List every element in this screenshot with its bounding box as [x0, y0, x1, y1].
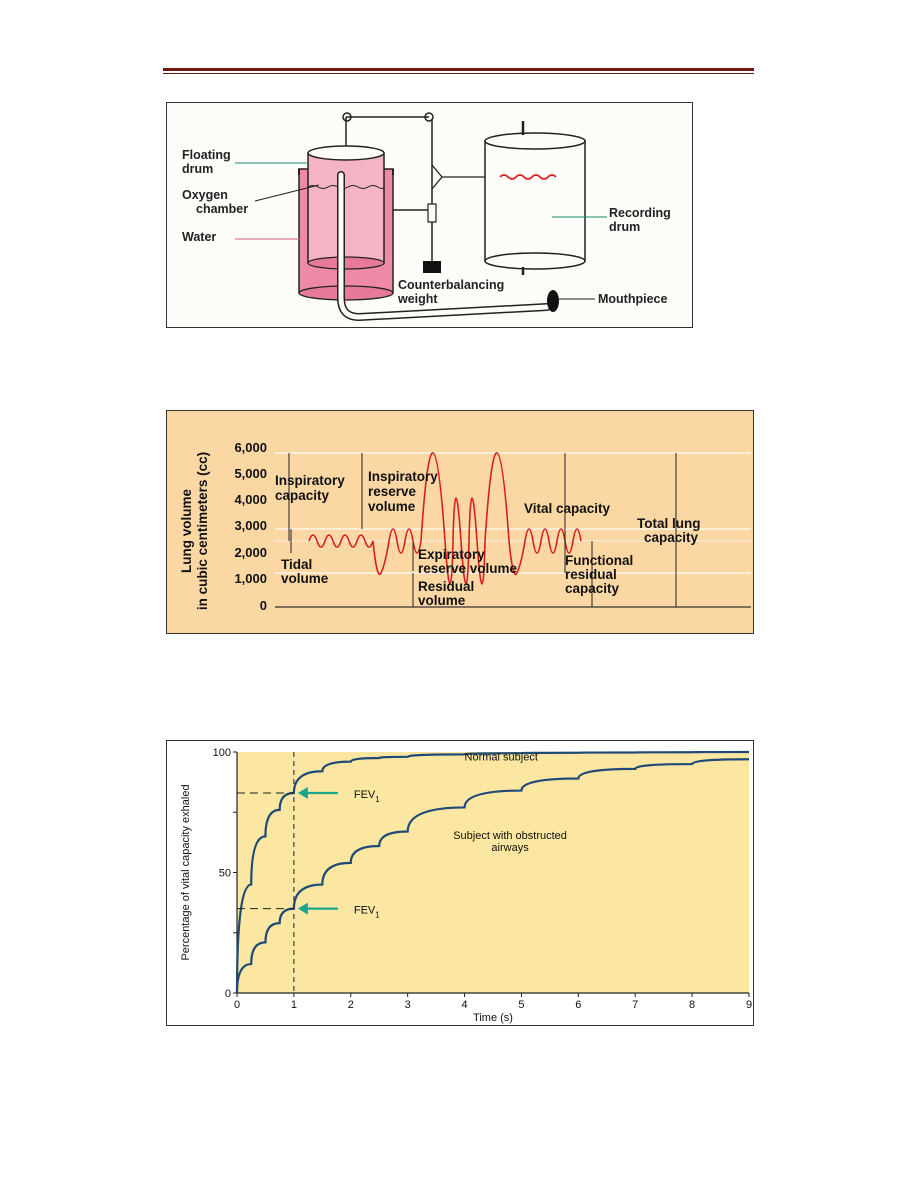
label-irv-3: volume [368, 499, 416, 514]
x-tick-label: 8 [689, 999, 695, 1011]
label-oxygen: Oxygen [182, 188, 228, 202]
x-tick-label: 7 [632, 999, 638, 1011]
fev1-arrowhead [297, 786, 308, 799]
counterbalancing-weight [423, 261, 441, 273]
x-tick-label: 2 [348, 999, 354, 1011]
mouthpiece-icon [547, 290, 559, 312]
spirometer-diagram: Floating drum Oxygen chamber Water Recor… [166, 102, 693, 328]
y-axis-label-2: in cubic centimeters (cc) [195, 452, 210, 610]
floating-drum [307, 152, 385, 264]
label-mouthpiece: Mouthpiece [598, 292, 667, 306]
label-irv-2: reserve [368, 484, 417, 499]
label-counterbalancing: Counterbalancing [398, 278, 504, 292]
y-tick-label: 100 [213, 747, 231, 759]
label-floating: Floating [182, 148, 231, 162]
x-tick-label: 0 [234, 999, 240, 1011]
ytick: 6,000 [234, 440, 267, 455]
label-tidal: Tidal [281, 557, 312, 572]
label-water: Water [182, 230, 216, 244]
series-normal-line [235, 750, 750, 994]
water-surface [307, 185, 385, 189]
recording-drum [484, 140, 586, 262]
label-recording: Recording [609, 206, 671, 220]
y-tick-label: 50 [219, 868, 231, 880]
series-label-normal: Normal subject [465, 751, 538, 763]
spirogram-trace [308, 452, 582, 585]
label-frc-1: Functional [565, 553, 633, 568]
label-frc-3: capacity [565, 581, 620, 596]
drum-top [307, 145, 385, 161]
series-label-obstructed-2: airways [491, 842, 529, 854]
label-residual: Residual [418, 579, 474, 594]
spirometer-svg: Floating drum Oxygen chamber Water Recor… [182, 112, 671, 322]
x-axis-label: Time (s) [473, 1012, 513, 1024]
ytick: 1,000 [234, 571, 267, 586]
lung-volume-diagram: 6,000 5,000 4,000 3,000 2,000 1,000 0 Lu… [166, 410, 754, 634]
label-frc-2: residual [565, 567, 617, 582]
series-obstructed-line [235, 758, 750, 994]
x-tick-label: 4 [461, 999, 467, 1011]
y-axis-label: Percentage of vital capacity exhaled [180, 784, 192, 960]
ytick: 2,000 [234, 545, 267, 560]
label-irv-1: Inspiratory [368, 469, 438, 484]
lung-volume-svg: 6,000 5,000 4,000 3,000 2,000 1,000 0 Lu… [179, 440, 751, 613]
header-rule [163, 68, 754, 71]
x-tick-label: 6 [575, 999, 581, 1011]
label-erv-2: reserve volume [418, 561, 518, 576]
label-tlc-2: capacity [644, 530, 699, 545]
x-tick-label: 5 [518, 999, 524, 1011]
label-residual-volume: volume [418, 593, 466, 608]
x-tick-label: 9 [746, 999, 752, 1011]
x-tick-label: 3 [405, 999, 411, 1011]
plot-area [237, 752, 749, 993]
fev1-label: FEV1 [354, 905, 380, 920]
drum-bottom [307, 256, 385, 270]
label-weight: weight [397, 292, 438, 306]
label-chamber: chamber [196, 202, 248, 216]
fev1-subscript: 1 [375, 795, 380, 804]
label-capacity: capacity [275, 488, 330, 503]
label-vital-capacity: Vital capacity [524, 501, 611, 516]
fev1-label: FEV1 [354, 789, 380, 804]
series-label-obstructed: Subject with obstructed [453, 830, 567, 842]
y-tick-label: 0 [225, 988, 231, 1000]
ytick: 3,000 [234, 518, 267, 533]
label-drum: drum [182, 162, 213, 176]
header-rule-thin [163, 73, 754, 74]
fev1-arrowhead [297, 902, 308, 915]
recording-trace [499, 174, 557, 180]
ytick: 5,000 [234, 466, 267, 481]
tank-bottom [298, 285, 394, 301]
label-tlc-1: Total lung [637, 516, 701, 531]
fev1-subscript: 1 [375, 911, 380, 920]
y-axis-label-1: Lung volume [179, 489, 194, 573]
ytick: 0 [260, 598, 267, 613]
label-inspiratory-capacity: Inspiratory [275, 473, 345, 488]
label-erv-1: Expiratory [418, 547, 485, 562]
label-tidal-volume: volume [281, 571, 329, 586]
ytick: 4,000 [234, 492, 267, 507]
x-tick-label: 1 [291, 999, 297, 1011]
label-recording-drum: drum [609, 220, 640, 234]
